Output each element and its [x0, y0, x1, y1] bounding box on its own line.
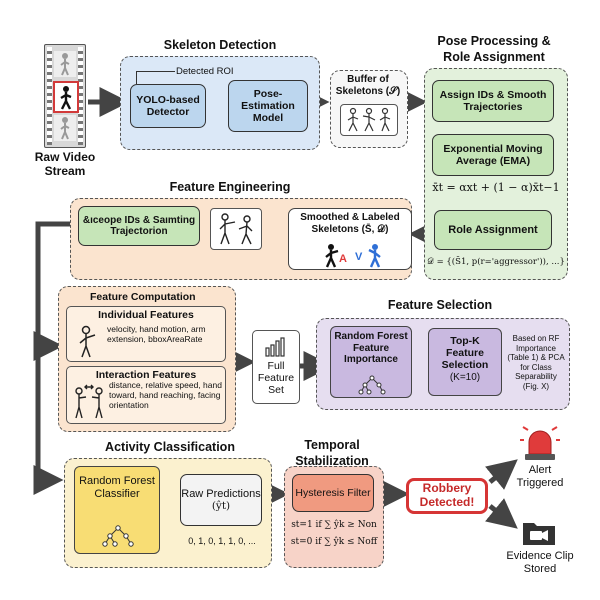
interaction-icon: [75, 384, 103, 419]
yolo-detector-box: YOLO-based Detector: [130, 84, 206, 128]
ema-formula: x̄t = αxt + (1 − α)x̄t−1: [432, 181, 560, 194]
rf-classifier-box: Random Forest Classifier: [74, 466, 160, 554]
selection-note: Based on RF Importance (Table 1) & PCA f…: [507, 334, 565, 391]
raw-video-label: Raw Video Stream: [34, 150, 96, 179]
roi-line: [136, 71, 175, 84]
raw-predictions-box: Raw Predictions (ŷt): [180, 474, 262, 526]
alarm-siren-icon: [520, 426, 560, 462]
topk-k-label: (K=10): [449, 372, 481, 384]
rf-importance-label: Random Forest Feature Importance: [334, 331, 408, 365]
role-assignment-box: Role Assignment: [434, 210, 552, 250]
evidence-label: Evidence Clip Stored: [506, 550, 574, 575]
frame-3: [54, 115, 76, 141]
skeleton-detection-title: Skeleton Detection: [163, 38, 277, 52]
victim-figure: V: [355, 243, 385, 269]
feature-engineering-title: Feature Engineering: [169, 180, 291, 194]
frame-1: [54, 51, 76, 77]
smoothed-skeletons-box: Smoothed & Labeled Skeletons (S̄, 𝒟) A V: [288, 208, 412, 270]
alert-label: Alert Triggered: [516, 464, 564, 489]
role-formula: 𝒟 = {(S̄1, p(r='aggressor')), ...}: [427, 257, 565, 267]
film-strip: [44, 44, 86, 148]
rf-classifier-label: Random Forest Classifier: [79, 475, 155, 501]
temporal-title: Temporal Stabilization: [295, 438, 369, 468]
full-feature-set-label: Full Feature Set: [257, 360, 295, 397]
assign-ids-trajectories-box: &ıceope IDs & Saımting Trajectorion: [78, 206, 200, 246]
raw-predictions-symbol: (ŷt): [211, 500, 231, 513]
activity-classification-title: Activity Classification: [105, 440, 235, 454]
individual-features-title: Individual Features: [98, 309, 194, 321]
buffer-skeletons-icon: [340, 104, 398, 136]
person-icon: [60, 86, 72, 110]
tree-icon: [358, 375, 386, 395]
arrow-robbery-to-alert: [485, 459, 518, 490]
rf-importance-box: Random Forest Feature Importance: [330, 326, 412, 398]
hysteresis-rule-on: st=1 if ∑ ŷk ≥ Non: [291, 520, 377, 530]
buffer-label: Buffer of Skeletons (𝒮): [335, 74, 401, 97]
prediction-sequence: 0, 1, 0, 1, 1, 0, ...: [188, 536, 256, 546]
aggressor-tag: A: [339, 253, 347, 265]
person-icon: [60, 117, 70, 140]
interaction-features-title: Interaction Features: [95, 369, 197, 381]
individual-features-text: velocity, hand motion, arm extension, bb…: [107, 324, 206, 345]
robbery-detected-box: Robbery Detected!: [406, 478, 488, 514]
feature-computation-title: Feature Computation: [90, 291, 196, 303]
arrow-robbery-to-evidence: [485, 498, 518, 529]
assign-ids-box: Assign IDs & Smooth Trajectories: [432, 80, 554, 122]
topk-label: Top-K Feature Selection: [441, 335, 489, 372]
topk-box: Top-K Feature Selection (K=10): [428, 328, 502, 396]
hysteresis-box: Hysteresis Filter: [292, 474, 374, 512]
pose-estimation-box: Pose-Estimation Model: [228, 80, 308, 132]
tree-icon: [102, 525, 134, 547]
person-icon: [79, 325, 96, 358]
interaction-icon-box: [210, 208, 262, 250]
aggressor-figure: A: [323, 243, 353, 269]
feature-selection-title: Feature Selection: [387, 298, 493, 312]
camera-folder-icon: [522, 518, 556, 546]
interaction-features-text: distance, relative speed, hand toward, h…: [109, 380, 222, 411]
victim-tag: V: [355, 251, 363, 263]
bar-chart-icon: [265, 337, 285, 357]
roi-label: Detected ROI: [176, 66, 234, 77]
person-icon: [60, 53, 70, 76]
frame-2-highlighted: [53, 81, 79, 113]
pose-processing-title: Pose Processing & Role Assignment: [437, 34, 551, 64]
smoothed-skeletons-label: Smoothed & Labeled Skeletons (S̄, 𝒟): [300, 212, 400, 235]
full-feature-set-box: Full Feature Set: [252, 330, 300, 404]
hysteresis-rule-off: st=0 if ∑ ŷk ≤ Noff: [290, 537, 378, 547]
interaction-features-box: Interaction Features distance, relative …: [66, 366, 226, 424]
raw-predictions-label: Raw Predictions: [181, 487, 261, 500]
individual-features-box: Individual Features velocity, hand motio…: [66, 306, 226, 362]
ema-box: Exponential Moving Average (EMA): [432, 134, 554, 176]
